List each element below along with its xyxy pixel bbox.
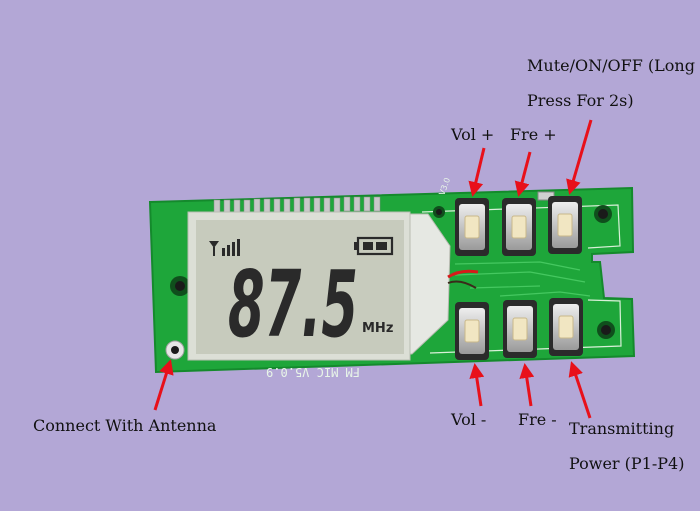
lcd-pins xyxy=(213,196,381,215)
vol-minus-label: Vol - xyxy=(451,410,487,429)
mount-hole xyxy=(170,276,190,296)
signal-bars-icon xyxy=(209,239,240,256)
fre-plus-button[interactable] xyxy=(502,198,536,256)
antenna-label: Connect With Antenna xyxy=(33,416,217,435)
frequency-unit: MHz xyxy=(362,321,393,336)
arrow-fre-plus xyxy=(514,151,532,197)
transmit-power-button[interactable] xyxy=(549,298,583,356)
mount-hole xyxy=(597,321,615,339)
vol-plus-button[interactable] xyxy=(455,198,489,256)
battery-icon xyxy=(354,236,394,256)
power-label-line2: Power (P1-P4) xyxy=(569,454,685,473)
vol-plus-label: Vol + xyxy=(451,125,495,144)
fre-minus-button[interactable] xyxy=(503,300,537,358)
mute-label-line2: Press For 2s) xyxy=(527,91,634,110)
arrow-antenna xyxy=(153,359,174,411)
antenna-pad xyxy=(165,340,185,360)
frequency-readout: 87.5 xyxy=(228,251,358,358)
vol-minus-button[interactable] xyxy=(455,302,489,360)
arrow-mute xyxy=(566,119,593,195)
mount-hole xyxy=(433,206,445,218)
arrow-vol-minus xyxy=(469,363,485,407)
arrow-power xyxy=(568,361,592,419)
arrow-fre-minus xyxy=(519,363,535,407)
mute-on-off-button[interactable] xyxy=(548,196,582,254)
arrow-vol-plus xyxy=(468,147,486,197)
board-silkscreen-label: FM MIC V5.0.9 xyxy=(266,365,360,379)
mute-label-line1: Mute/ON/OFF (Long xyxy=(527,56,695,75)
fre-minus-label: Fre - xyxy=(518,410,557,429)
mount-hole xyxy=(594,205,612,223)
fre-plus-label: Fre + xyxy=(510,125,557,144)
power-label-line1: Transmitting xyxy=(569,419,675,438)
